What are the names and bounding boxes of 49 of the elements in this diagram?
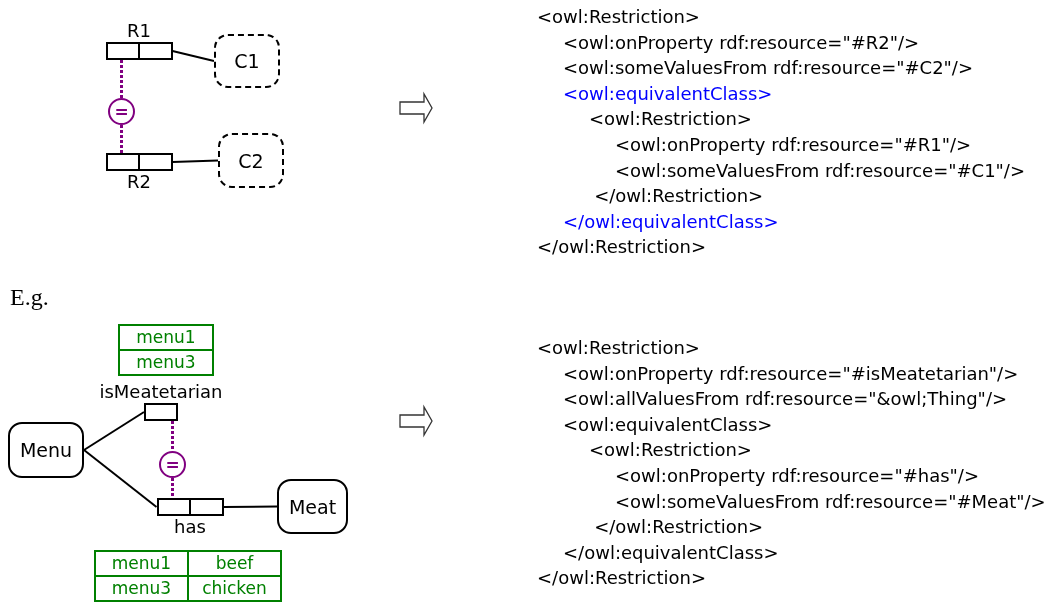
- table-cell: beef: [188, 551, 281, 576]
- constraint-line: [120, 60, 123, 98]
- table-cell: menu1: [95, 551, 188, 576]
- connector-line: [171, 50, 215, 62]
- value-type-box: C1: [214, 34, 280, 88]
- code-line: <owl:onProperty rdf:resource="#isMeatetarian"/>: [563, 361, 1019, 386]
- entity-type-box: Meat: [277, 479, 348, 534]
- equality-constraint: =: [108, 98, 135, 125]
- population-table: [94, 550, 282, 602]
- equality-constraint: =: [159, 451, 186, 478]
- table-cell: menu1: [119, 325, 213, 350]
- fact-type-name: R1: [127, 20, 151, 42]
- entity-type-box: Menu: [8, 422, 84, 478]
- code-line: </owl:Restriction>: [594, 515, 764, 540]
- fact-type-name: has: [174, 516, 206, 538]
- code-line: <owl:onProperty rdf:resource="#R1"/>: [615, 133, 972, 157]
- table-cell: chicken: [188, 576, 281, 601]
- fact-type-name: isMeatetarian: [99, 381, 223, 403]
- code-line: <owl:Restriction>: [589, 438, 752, 463]
- code-line: <owl:allValuesFrom rdf:resource="&owl;Thing"/>: [563, 387, 1008, 412]
- population-table: [118, 324, 214, 376]
- code-line: <owl:Restriction>: [589, 107, 752, 132]
- fact-type-name: R2: [127, 171, 151, 193]
- code-line: </owl:equivalentClass>: [563, 540, 779, 565]
- example-note: E.g.: [10, 283, 49, 312]
- connector-line: [83, 411, 145, 451]
- code-line: <owl:someValuesFrom rdf:resource="#C1"/>: [615, 158, 1026, 183]
- code-line: </owl:Restriction>: [594, 184, 764, 209]
- constraint-line: [120, 125, 123, 153]
- code-line: <owl:Restriction>: [537, 336, 700, 360]
- constraint-line: [171, 421, 174, 451]
- code-line: <owl:Restriction>: [537, 5, 700, 29]
- code-line: </owl:equivalentClass>: [563, 209, 779, 234]
- code-line: <owl:onProperty rdf:resource="#R2"/>: [563, 30, 920, 55]
- code-line: <owl:equivalentClass>: [563, 81, 773, 106]
- table-cell: menu3: [119, 350, 213, 375]
- connector-line: [83, 449, 158, 508]
- code-line: <owl:someValuesFrom rdf:resource="#Meat"/>: [615, 489, 1046, 514]
- constraint-line: [171, 478, 174, 498]
- table-cell: menu3: [95, 576, 188, 601]
- connector-line: [171, 159, 219, 163]
- code-line: <owl:onProperty rdf:resource="#has"/>: [615, 464, 979, 488]
- code-line: </owl:Restriction>: [537, 566, 706, 591]
- code-line: <owl:someValuesFrom rdf:resource="#C2"/>: [563, 56, 974, 81]
- code-line: <owl:equivalentClass>: [563, 412, 773, 437]
- value-type-box: C2: [218, 133, 284, 188]
- fact-type: [98, 381, 224, 421]
- code-line: </owl:Restriction>: [537, 235, 706, 260]
- connector-line: [222, 505, 278, 508]
